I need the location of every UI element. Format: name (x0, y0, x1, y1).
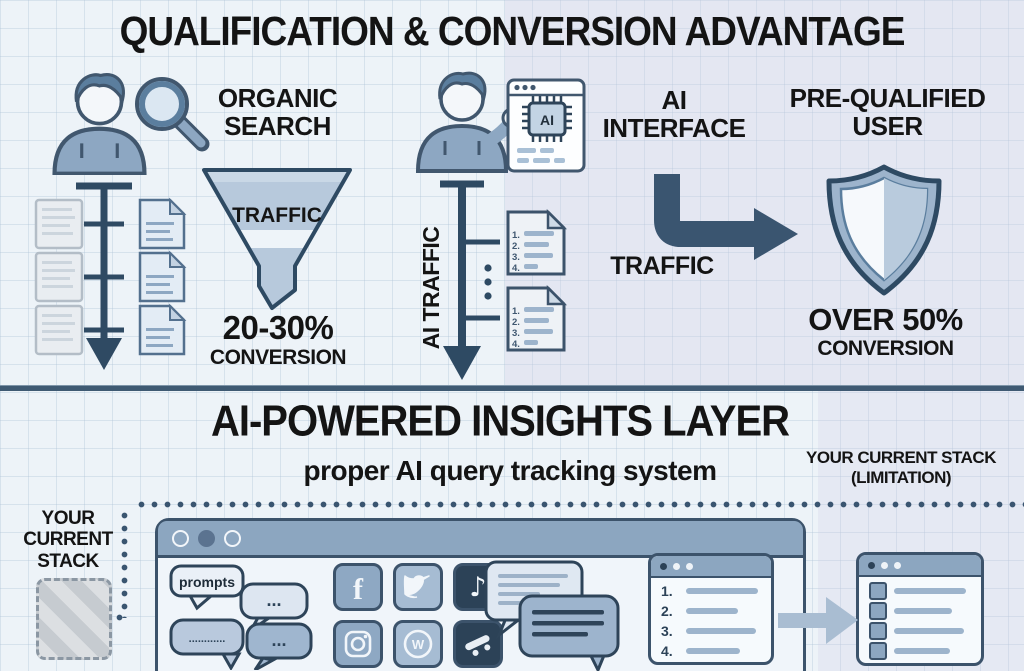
numbered-list-window: 1. 2. 3. 4. (648, 553, 774, 665)
wordpress-icon: W (393, 620, 443, 668)
prompts-bubble-text: prompts (179, 574, 235, 590)
list-line (894, 608, 952, 614)
doc-line-number: 1. (512, 306, 520, 317)
row-number: 3. (661, 623, 673, 639)
row-number: 1. (661, 583, 673, 599)
facebook-glyph: f (353, 573, 363, 606)
checkbox-icon (869, 582, 887, 600)
bent-arrow-icon (654, 174, 798, 260)
window-control-icon (172, 529, 189, 547)
traffic-funnel-icon: TRAFFIC (202, 168, 352, 310)
numbered-doc-icon: 1. 2. 3. 4. (506, 284, 568, 352)
searcher-person-icon (52, 73, 147, 175)
numbered-row: 4. (651, 641, 771, 661)
instagram-icon (333, 620, 383, 668)
funnel-label: TRAFFIC (232, 204, 322, 227)
window-control-icon (660, 562, 667, 570)
wordpress-glyph: W (412, 637, 425, 652)
ai-chip-text: AI (540, 112, 554, 128)
faded-doc-icons (34, 198, 84, 356)
section-divider (0, 385, 1024, 391)
window-control-icon (686, 562, 693, 570)
skateboard-icon (453, 620, 503, 668)
window-control-icon (881, 561, 888, 569)
numbered-row: 2. (651, 601, 771, 621)
ai-conversion-value: OVER 50% (808, 302, 963, 337)
current-stack-label: YOUR CURRENT STACK (23, 508, 113, 572)
dots-bubble-text: ............ (189, 633, 226, 645)
limitation-line1: YOUR CURRENT STACK (806, 448, 996, 467)
doc-line-number: 4. (512, 339, 520, 350)
list-line (686, 648, 740, 654)
window-control-icon (224, 529, 241, 547)
checkbox-icon (869, 602, 887, 620)
checklist-row (859, 601, 981, 621)
doc-line-number: 1. (512, 230, 520, 241)
result-doc-icons (138, 197, 187, 356)
current-stack-box (36, 578, 112, 660)
list-line (894, 588, 966, 594)
top-title: QUALIFICATION & CONVERSION ADVANTAGE (119, 8, 906, 54)
window-control-icon (673, 562, 680, 570)
bottom-title: AI-POWERED INSIGHTS LAYER (210, 397, 790, 446)
list-line (686, 608, 738, 614)
tiktok-glyph: ♪ (469, 571, 487, 603)
dots-bubble-text: ... (266, 590, 281, 610)
doc-line-number: 3. (512, 328, 520, 339)
browser-titlebar (158, 521, 803, 558)
checklist-row (859, 621, 981, 641)
dotted-boundary-top (138, 501, 1024, 508)
checkbox-icon (869, 642, 887, 660)
row-number: 4. (661, 643, 673, 659)
doc-line-number: 4. (512, 263, 520, 274)
facebook-icon: f (333, 563, 383, 611)
organic-results-timeline (34, 182, 187, 370)
organic-conversion-label: CONVERSION (209, 346, 347, 369)
ai-chip-window-icon: AI (506, 78, 586, 173)
row-number: 2. (661, 603, 673, 619)
checklist-row (859, 641, 981, 661)
list-line (894, 648, 950, 654)
ai-interface-label: AI INTERFACE (602, 85, 746, 144)
numbered-doc-icon: 1. 2. 3. 4. (506, 208, 568, 276)
twitter-icon (393, 563, 443, 611)
doc-line-number: 3. (512, 252, 520, 263)
miniwin-titlebar (859, 555, 981, 577)
organic-search-label: ORGANIC SEARCH (217, 83, 338, 142)
list-line (686, 588, 758, 594)
checklist-row (859, 581, 981, 601)
list-line (894, 628, 964, 634)
numbered-row: 3. (651, 621, 771, 641)
ai-conversion-label: CONVERSION (817, 337, 954, 360)
prompt-bubbles-icon: prompts ... ............ ... (169, 564, 313, 670)
dots-bubble-text: ... (271, 630, 286, 650)
doc-line-number: 2. (512, 241, 520, 252)
organic-conversion-value: 20-30% (222, 309, 334, 346)
shield-icon (826, 164, 942, 296)
checklist-window (856, 552, 984, 666)
window-control-icon (868, 561, 875, 569)
checkbox-icon (869, 622, 887, 640)
numbered-row: 1. (651, 581, 771, 601)
social-icons-grid: f ♪ W (333, 563, 503, 668)
window-control-icon (198, 529, 215, 547)
dotted-connector (103, 614, 125, 621)
limitation-line2: (LIMITATION) (850, 468, 952, 488)
magnifier-icon (135, 77, 210, 152)
dotted-boundary-left (121, 512, 128, 618)
bottom-subtitle: proper AI query tracking system (303, 455, 717, 486)
ai-traffic-word: TRAFFIC (610, 252, 714, 280)
doc-line-number: 2. (512, 317, 520, 328)
ai-results-timeline (440, 180, 500, 380)
chat-bubbles-icon (484, 560, 620, 671)
prequalified-user-label: PRE-QUALIFIED USER (789, 83, 986, 142)
window-control-icon (894, 561, 901, 569)
limitation-label: YOUR CURRENT STACK (LIMITATION) (782, 448, 1020, 488)
right-arrow-icon (778, 597, 858, 644)
list-line (686, 628, 756, 634)
miniwin-titlebar (651, 556, 771, 578)
